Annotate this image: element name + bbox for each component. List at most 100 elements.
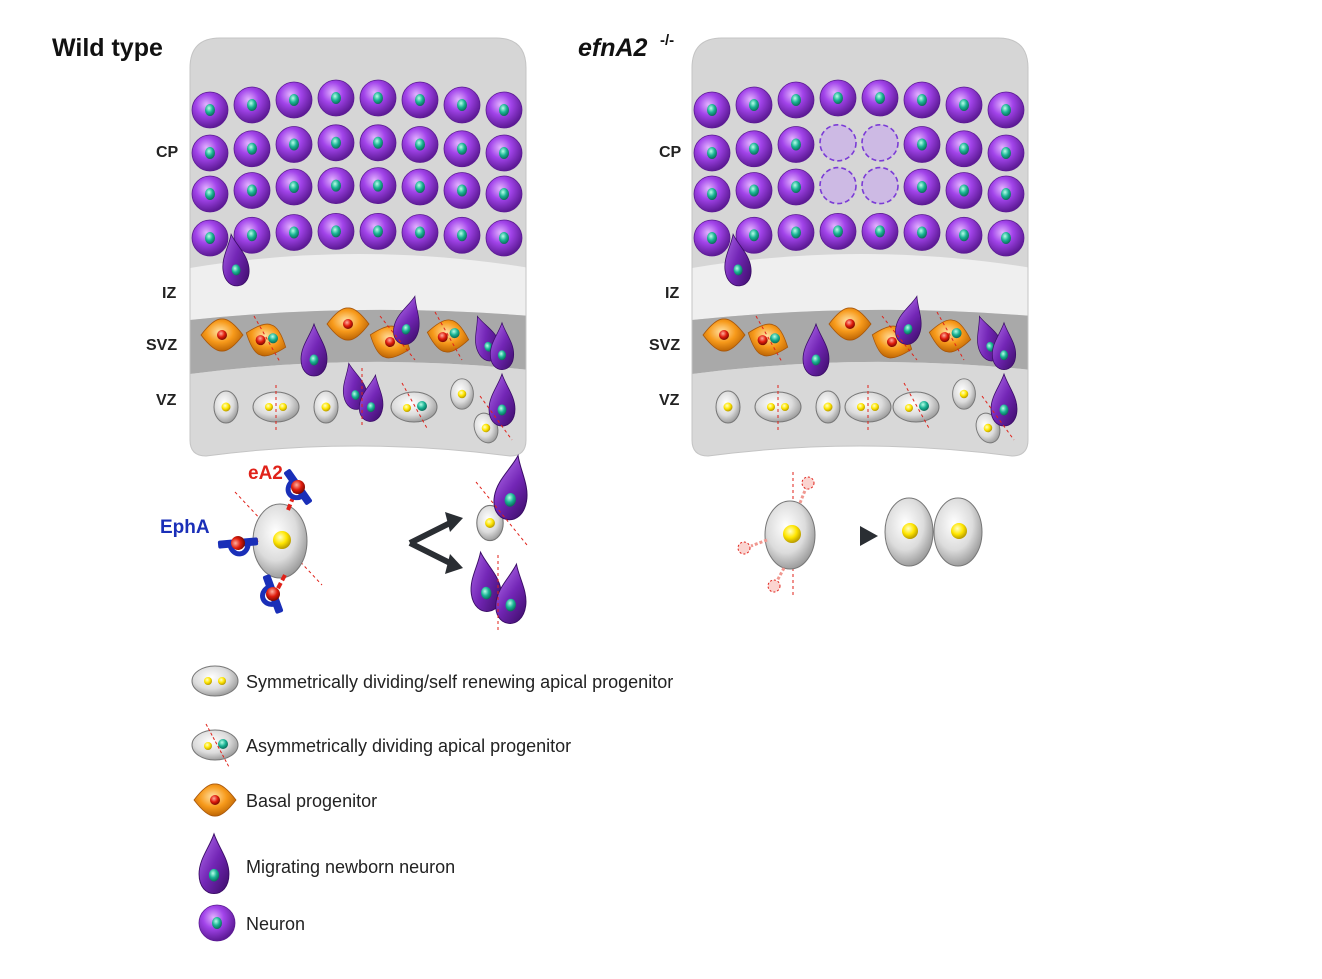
knockout-mechanism bbox=[737, 472, 983, 598]
legend-label: Neuron bbox=[246, 914, 305, 934]
neuron-icon bbox=[317, 167, 355, 205]
neuron-icon bbox=[987, 134, 1025, 172]
missing-neuron-icon bbox=[861, 124, 899, 162]
neuron-icon bbox=[359, 79, 397, 117]
zone-label-vz: VZ bbox=[659, 392, 680, 409]
neuron-icon bbox=[903, 81, 941, 119]
zone-label-iz: IZ bbox=[162, 285, 176, 302]
neuron-icon bbox=[443, 172, 481, 209]
neuron-icon bbox=[485, 134, 523, 172]
apical-progenitor-icon bbox=[313, 390, 339, 424]
wild-type-cortex-panel bbox=[189, 37, 527, 457]
neuron-icon bbox=[945, 216, 983, 254]
apical-progenitor-icon bbox=[213, 390, 239, 424]
neuron-icon bbox=[903, 126, 941, 163]
neuron-icon bbox=[693, 175, 731, 213]
basal-progenitor-icon bbox=[193, 783, 237, 817]
neuron-icon bbox=[945, 86, 983, 124]
asymmetric-progenitor-icon bbox=[191, 723, 239, 768]
neuron-icon bbox=[443, 130, 481, 168]
legend-label: Symmetrically dividing/self renewing api… bbox=[246, 672, 673, 692]
neuron-icon bbox=[275, 126, 313, 163]
neuron-icon bbox=[317, 212, 355, 250]
zone-label-svz: SVZ bbox=[146, 337, 177, 354]
legend-label: Migrating newborn neuron bbox=[246, 857, 455, 877]
neuron-icon bbox=[945, 130, 983, 168]
neuron-icon bbox=[191, 134, 229, 172]
neuron-icon bbox=[191, 175, 229, 213]
neuron-icon bbox=[443, 216, 481, 254]
neuron-icon bbox=[359, 167, 397, 205]
receptor-label: EphA bbox=[160, 517, 210, 538]
zone-label-vz: VZ bbox=[156, 392, 177, 409]
neuron-icon bbox=[485, 219, 523, 257]
neuron-icon bbox=[861, 79, 899, 117]
asymmetric-progenitor-icon bbox=[390, 391, 438, 423]
wild-type-mechanism: eA2 EphA bbox=[160, 452, 535, 633]
neuron-icon bbox=[401, 81, 439, 119]
neuron-icon bbox=[359, 124, 397, 162]
zone-label-iz: IZ bbox=[665, 285, 679, 302]
legend: Symmetrically dividing/self renewing api… bbox=[191, 665, 673, 942]
symmetric-progenitor-icon bbox=[191, 665, 239, 697]
neuron-icon bbox=[485, 175, 523, 213]
asymmetric-division-outcome bbox=[465, 452, 535, 633]
symmetric-division-outcome bbox=[884, 497, 983, 567]
neuron-icon bbox=[819, 79, 857, 117]
neuron-icon bbox=[819, 212, 857, 250]
neuron-icon bbox=[777, 126, 815, 163]
legend-label: Basal progenitor bbox=[246, 791, 377, 811]
ligand-label: eA2 bbox=[248, 463, 283, 484]
neuron-icon bbox=[191, 219, 229, 257]
neuron-icon bbox=[693, 91, 731, 129]
neuron-icon bbox=[401, 126, 439, 163]
neuron-icon bbox=[233, 86, 271, 124]
wild-type-title: Wild type bbox=[52, 34, 163, 62]
knockout-title: efnA2 bbox=[578, 34, 648, 62]
apical-progenitor-icon bbox=[952, 378, 976, 410]
missing-neuron-icon bbox=[819, 166, 857, 205]
migrating-neuron-icon bbox=[198, 833, 230, 895]
neuron-icon bbox=[735, 130, 773, 168]
neuron-icon bbox=[359, 212, 397, 250]
neuron-icon bbox=[401, 214, 439, 251]
neuron-icon bbox=[777, 214, 815, 251]
neuron-icon bbox=[945, 172, 983, 209]
neuron-icon bbox=[485, 91, 523, 129]
neuron-icon bbox=[275, 214, 313, 251]
neuron-icon bbox=[987, 175, 1025, 213]
neuron-icon bbox=[191, 91, 229, 129]
neuron-icon bbox=[693, 134, 731, 172]
neuron-icon bbox=[861, 212, 899, 250]
neuron-icon bbox=[317, 124, 355, 162]
neuron-icon bbox=[735, 86, 773, 124]
neuron-icon bbox=[777, 81, 815, 119]
neuron-icon bbox=[735, 172, 773, 209]
neuron-icon bbox=[401, 168, 439, 206]
neuron-icon bbox=[903, 168, 941, 206]
missing-neuron-icon bbox=[861, 166, 899, 205]
arrow-right-icon bbox=[828, 526, 878, 546]
neuron-icon bbox=[443, 86, 481, 124]
knockout-title-superscript: -/- bbox=[660, 32, 674, 49]
asymmetric-progenitor-icon bbox=[892, 391, 940, 423]
apical-progenitor-icon bbox=[715, 390, 741, 424]
neuron-icon bbox=[693, 219, 731, 257]
neuron-icon bbox=[987, 91, 1025, 129]
neuron-icon bbox=[275, 81, 313, 119]
branching-arrow-icon bbox=[330, 512, 463, 574]
zone-label-svz: SVZ bbox=[649, 337, 680, 354]
legend-label: Asymmetrically dividing apical progenito… bbox=[246, 736, 571, 756]
apical-progenitor-icon bbox=[450, 378, 474, 410]
neuron-icon bbox=[777, 168, 815, 206]
neuron-icon bbox=[903, 214, 941, 251]
neuron-icon bbox=[275, 168, 313, 206]
epha-receptor-icon bbox=[254, 572, 292, 616]
apical-progenitor-icon bbox=[815, 390, 841, 424]
neuron-icon bbox=[198, 904, 236, 942]
epha-receptor-icon bbox=[283, 468, 312, 505]
neuron-icon bbox=[317, 79, 355, 117]
neuron-icon bbox=[233, 172, 271, 209]
neuron-icon bbox=[233, 130, 271, 168]
